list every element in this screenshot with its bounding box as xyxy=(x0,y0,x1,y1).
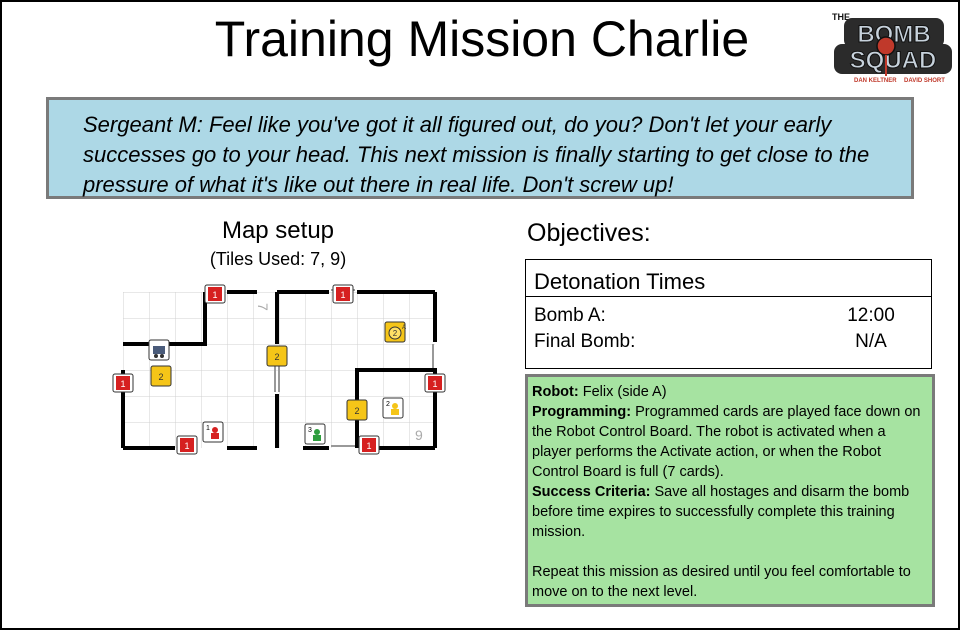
logo-credit-right: DAVID SHORT xyxy=(904,78,945,84)
tile-number-7: 7 xyxy=(255,303,271,311)
svg-text:1: 1 xyxy=(340,290,345,300)
objectives-title: Objectives: xyxy=(527,219,651,247)
svg-text:1: 1 xyxy=(184,441,189,451)
mission-rules-box: Robot: Felix (side A) Programming: Progr… xyxy=(525,374,935,607)
hostage-tile: 3 xyxy=(304,423,326,445)
door-token: 1 xyxy=(332,284,354,304)
detonation-times-box: Detonation Times Bomb A: 12:00 Final Bom… xyxy=(525,259,932,369)
programming-rule: Programming: Programmed cards are played… xyxy=(532,402,928,482)
detonation-label: Final Bomb: xyxy=(534,331,636,352)
svg-text:2: 2 xyxy=(386,401,390,408)
wire-tile: 2 xyxy=(150,365,172,387)
svg-text:2: 2 xyxy=(158,372,163,382)
robot-tile xyxy=(148,339,170,361)
robot-value: Felix (side A) xyxy=(578,384,667,400)
svg-text:1: 1 xyxy=(432,379,437,389)
svg-text:1: 1 xyxy=(212,290,217,300)
wire-tile: 2 xyxy=(266,345,288,367)
logo-the-text: THE xyxy=(832,12,850,22)
map-setup-title: Map setup xyxy=(221,217,335,244)
map-walls xyxy=(121,290,437,450)
detonation-row-final-bomb: Final Bomb: N/A xyxy=(526,329,931,355)
bomb-squad-logo: THE BOMB SQUAD DAN KELTNER DAVID SHORT xyxy=(832,12,952,84)
success-rule: Success Criteria: Save all hostages and … xyxy=(532,482,928,542)
svg-text:1: 1 xyxy=(120,379,125,389)
svg-text:2: 2 xyxy=(274,352,279,362)
door-token: 1 xyxy=(358,435,380,455)
page-title: Training Mission Charlie xyxy=(214,11,750,67)
door-token: 1 xyxy=(176,435,198,455)
hostage-tile: 2 xyxy=(382,397,404,419)
logo-bomb-text: BOMB xyxy=(857,21,930,48)
tiles-used-label: (Tiles Used: 7, 9) xyxy=(209,249,347,269)
success-label: Success Criteria: xyxy=(532,484,651,500)
svg-text:2: 2 xyxy=(354,406,359,416)
tile-number-9: 9 xyxy=(415,427,423,443)
closing-note: Repeat this mission as desired until you… xyxy=(532,564,911,600)
detonation-value: 12:00 xyxy=(847,305,895,326)
detonation-label: Bomb A: xyxy=(534,305,606,326)
programming-value: Programmed cards are played face down on… xyxy=(532,404,921,480)
svg-text:2: 2 xyxy=(393,329,398,338)
detonation-row-bomb-a: Bomb A: 12:00 xyxy=(526,303,931,329)
success-value: Save all hostages and disarm the bomb be… xyxy=(532,484,910,540)
door-token: 1 xyxy=(112,373,134,393)
map-setup-diagram: 7 9 1 1 1 1 1 1 xyxy=(112,284,446,455)
robot-label: Robot: xyxy=(532,384,579,400)
svg-text:1: 1 xyxy=(206,425,210,432)
bomb-tile: 2 A xyxy=(384,321,406,343)
detonation-times-header: Detonation Times xyxy=(526,260,931,297)
sergeant-quote: Sergeant M: Feel like you've got it all … xyxy=(46,97,914,199)
door-token: 1 xyxy=(204,284,226,304)
logo-credit-left: DAN KELTNER xyxy=(854,78,897,84)
svg-text:1: 1 xyxy=(366,441,371,451)
wire-tile: 2 xyxy=(346,399,368,421)
hostage-tile: 1 xyxy=(202,421,224,443)
svg-text:3: 3 xyxy=(308,427,312,434)
svg-text:A: A xyxy=(402,325,406,331)
robot-rule: Robot: Felix (side A) xyxy=(532,382,928,402)
door-token: 1 xyxy=(424,373,446,393)
detonation-value: N/A xyxy=(855,331,887,352)
programming-label: Programming: xyxy=(532,404,632,420)
